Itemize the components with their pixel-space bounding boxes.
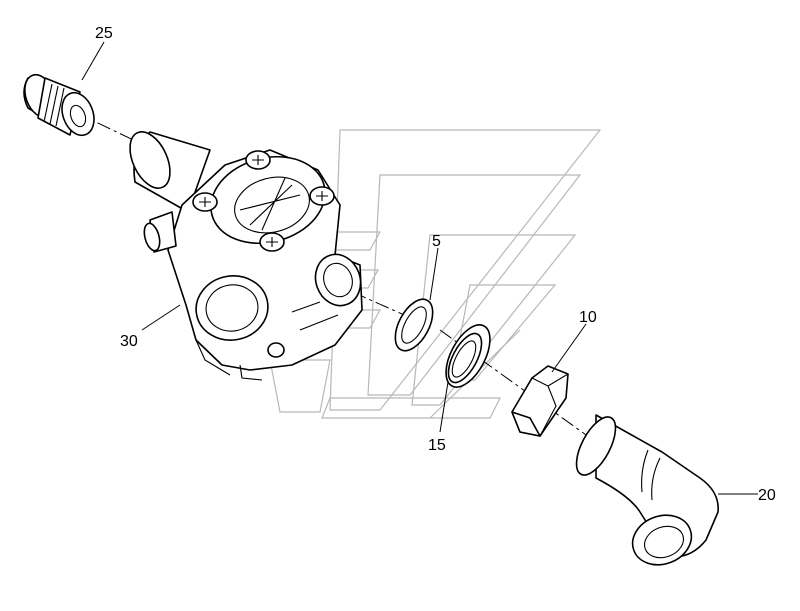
leader-lines: [81, 41, 758, 495]
callout-30: 30: [120, 333, 138, 350]
cover-bolts: [192, 150, 335, 252]
part-15-seal-ring: [445, 324, 491, 388]
callout-20: 20: [758, 487, 776, 504]
part-20-elbow: [575, 414, 719, 566]
callout-15: 15: [428, 437, 446, 454]
callout-10: 10: [579, 309, 597, 326]
callout-5: 5: [432, 233, 441, 250]
part-30-valve-body: [129, 131, 363, 381]
callout-25: 25: [95, 25, 113, 42]
part-5-washer: [394, 298, 434, 352]
callout-labels: 25 5 10 30 15 20: [95, 25, 776, 504]
part-10-hex-nut: [511, 365, 569, 437]
part-25-fitting: [23, 73, 95, 137]
